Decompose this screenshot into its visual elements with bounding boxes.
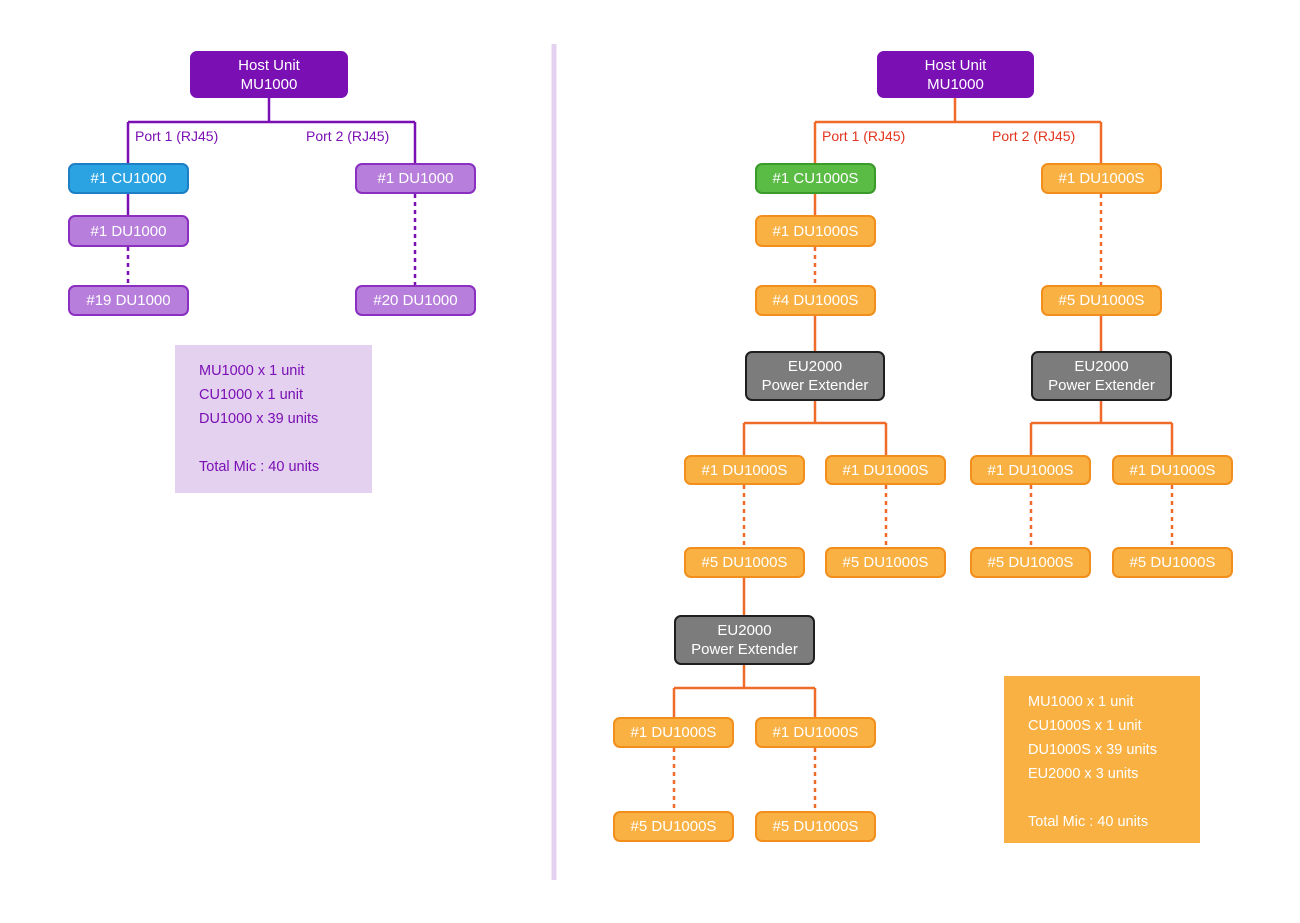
eu2000-extender-1: EU2000 Power Extender — [745, 351, 885, 401]
du1000s-node: #1 DU1000S — [755, 215, 876, 247]
cu1000s-node: #1 CU1000S — [755, 163, 876, 194]
extender-model: EU2000 — [717, 622, 772, 639]
eu2000-extender-3: EU2000 Power Extender — [674, 615, 815, 665]
extender-label: Power Extender — [1048, 377, 1155, 394]
du1000s-node: #1 DU1000S — [1041, 163, 1162, 194]
summary-line: CU1000 x 1 unit — [199, 387, 303, 403]
du1000-node-port2-first: #1 DU1000 — [355, 163, 476, 194]
host-unit-label: Host Unit — [924, 56, 987, 74]
du1000s-node: #5 DU1000S — [1112, 547, 1233, 578]
extender-label: Power Extender — [761, 377, 869, 394]
du1000-node-first: #1 DU1000 — [68, 215, 189, 247]
summary-line: CU1000S x 1 unit — [1028, 718, 1142, 734]
du1000s-node: #5 DU1000S — [684, 547, 805, 578]
cu1000-node: #1 CU1000 — [68, 163, 189, 194]
summary-line: EU2000 x 3 units — [1028, 766, 1139, 782]
right-connectors — [672, 98, 1174, 811]
du1000-node-port2-last: #20 DU1000 — [355, 285, 476, 316]
port1-label-right: Port 1 (RJ45) — [822, 128, 906, 144]
du1000s-node: #1 DU1000S — [684, 455, 805, 485]
du1000s-node: #1 DU1000S — [613, 717, 734, 748]
summary-total: Total Mic : 40 units — [199, 459, 320, 475]
du1000s-node: #5 DU1000S — [970, 547, 1091, 578]
summary-total: Total Mic : 40 units — [1028, 814, 1149, 830]
extender-model: EU2000 — [1074, 358, 1129, 375]
host-unit-label: Host Unit — [238, 56, 300, 74]
du1000s-node: #5 DU1000S — [755, 811, 876, 842]
summary-line: MU1000 x 1 unit — [1028, 694, 1134, 710]
eu2000-extender-2: EU2000 Power Extender — [1031, 351, 1172, 401]
du1000s-node: #5 DU1000S — [825, 547, 946, 578]
du1000-node-last: #19 DU1000 — [68, 285, 189, 316]
left-connectors — [126, 98, 417, 285]
summary-line: DU1000 x 39 units — [199, 411, 319, 427]
summary-line: DU1000S x 39 units — [1028, 742, 1157, 758]
du1000s-node: #4 DU1000S — [755, 285, 876, 316]
host-unit-left: Host Unit MU1000 — [190, 51, 348, 98]
summary-box-right: MU1000 x 1 unit CU1000S x 1 unit DU1000S… — [1004, 676, 1200, 843]
du1000s-node: #1 DU1000S — [755, 717, 876, 748]
du1000s-node: #5 DU1000S — [1041, 285, 1162, 316]
port2-label-left: Port 2 (RJ45) — [306, 128, 390, 144]
port2-label-right: Port 2 (RJ45) — [992, 128, 1076, 144]
host-unit-model: MU1000 — [240, 75, 298, 93]
extender-model: EU2000 — [787, 358, 843, 375]
du1000s-node: #1 DU1000S — [1112, 455, 1233, 485]
extender-label: Power Extender — [691, 641, 798, 658]
host-unit-right: Host Unit MU1000 — [877, 51, 1034, 98]
du1000s-node: #1 DU1000S — [970, 455, 1091, 485]
summary-box-left: MU1000 x 1 unit CU1000 x 1 unit DU1000 x… — [175, 345, 372, 493]
summary-line: MU1000 x 1 unit — [199, 363, 305, 379]
du1000s-node: #5 DU1000S — [613, 811, 734, 842]
host-unit-model: MU1000 — [927, 75, 984, 93]
du1000s-node: #1 DU1000S — [825, 455, 946, 485]
port1-label-left: Port 1 (RJ45) — [135, 128, 219, 144]
